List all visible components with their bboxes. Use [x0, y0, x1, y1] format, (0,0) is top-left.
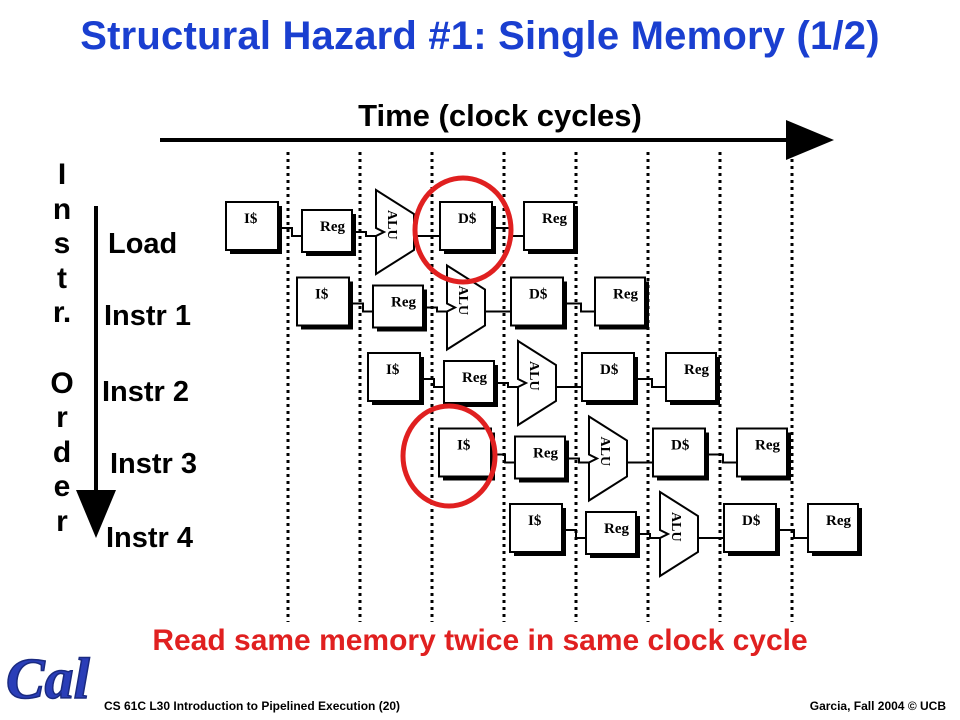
register-write-label: Reg	[826, 513, 851, 529]
alu-shape	[446, 263, 486, 352]
row-label-load: Load	[108, 228, 178, 260]
instruction-memory-box	[367, 352, 421, 402]
order-letter: r.	[52, 296, 72, 329]
data-memory-box	[439, 201, 493, 251]
pipeline-row-1: I$ Reg ALU D$ Reg	[296, 263, 649, 352]
order-letter: n	[52, 192, 72, 226]
row-label-instr-3: Instr 3	[110, 448, 198, 480]
wire	[556, 379, 583, 388]
alu-shape	[588, 414, 628, 503]
order-letter: s	[53, 227, 71, 260]
instruction-order-label: I n s t r. O r d e r	[40, 158, 84, 539]
wire	[278, 227, 302, 237]
wire	[492, 227, 524, 237]
register-read-label: Reg	[533, 446, 558, 462]
alu-label: ALU	[384, 210, 399, 240]
register-write-box	[736, 427, 788, 478]
footer-copyright: Garcia, Fall 2004 © UCB	[809, 699, 946, 713]
hazard-note: Read same memory twice in same clock cyc…	[152, 624, 808, 657]
order-letter: O	[50, 366, 74, 400]
slide-title: Structural Hazard #1: Single Memory (1/2…	[80, 14, 880, 58]
alu-shape	[517, 339, 557, 427]
alu-label: ALU	[668, 512, 683, 542]
order-letter: e	[53, 470, 71, 503]
wire	[636, 533, 660, 539]
row-label-instr-4: Instr 4	[106, 522, 194, 554]
register-read-box	[372, 284, 424, 329]
data-memory-label: D$	[529, 287, 548, 303]
register-read-box	[443, 360, 495, 404]
instruction-memory-label: I$	[244, 211, 258, 227]
wire	[562, 529, 586, 539]
wire	[414, 228, 441, 237]
instruction-memory-label: I$	[386, 362, 400, 378]
register-write-box	[523, 201, 575, 251]
row-label-instr-2: Instr 2	[102, 376, 190, 408]
data-memory-box	[510, 276, 564, 327]
data-memory-label: D$	[742, 513, 761, 529]
instruction-memory-label: I$	[528, 513, 542, 529]
instruction-memory-label: I$	[457, 438, 471, 454]
register-write-box	[807, 503, 859, 553]
wire	[420, 378, 444, 388]
order-letter: r	[56, 401, 68, 434]
instruction-memory-box	[225, 201, 279, 251]
data-memory-label: D$	[671, 438, 690, 454]
hazard-circle-instruction-memory	[400, 403, 498, 509]
pipeline-row-4: I$ Reg ALU D$ Reg	[509, 490, 862, 578]
alu-label: ALU	[455, 286, 470, 316]
wire	[349, 302, 373, 313]
register-write-box	[665, 352, 717, 402]
instruction-memory-box	[509, 503, 563, 553]
instruction-memory-box	[296, 276, 350, 327]
order-letter: r	[56, 504, 68, 538]
wire	[776, 529, 808, 539]
alu-shape	[659, 490, 699, 578]
order-letter: d	[52, 435, 72, 469]
wire	[352, 231, 376, 237]
data-memory-label: D$	[600, 362, 619, 378]
wire	[494, 382, 518, 388]
register-write-label: Reg	[613, 287, 638, 303]
register-read-box	[514, 435, 566, 480]
time-axis-label: Time (clock cycles)	[358, 98, 642, 133]
register-read-label: Reg	[604, 521, 629, 537]
instruction-memory-box	[438, 427, 492, 478]
instruction-memory-label: I$	[315, 287, 329, 303]
wire	[565, 457, 589, 464]
row-label-instr-1: Instr 1	[104, 300, 192, 332]
pipeline-row-0: I$ Reg ALU D$ Reg	[225, 188, 578, 276]
register-read-label: Reg	[391, 295, 416, 311]
wire	[563, 302, 595, 313]
register-write-label: Reg	[542, 211, 567, 227]
footer-course-label: CS 61C L30 Introduction to Pipelined Exe…	[104, 699, 401, 713]
wire	[423, 306, 447, 313]
register-write-label: Reg	[755, 438, 780, 454]
pipeline-row-3: I$ Reg ALU D$ Reg	[438, 414, 791, 503]
register-read-box	[301, 209, 353, 253]
data-memory-box	[652, 427, 706, 478]
data-memory-box	[723, 503, 777, 553]
wire	[485, 303, 512, 313]
register-write-box	[594, 276, 646, 327]
register-read-label: Reg	[462, 370, 487, 386]
pipeline-row-2: I$ Reg ALU D$ Reg	[367, 339, 720, 427]
data-memory-label: D$	[458, 211, 477, 227]
alu-label: ALU	[597, 437, 612, 467]
wire	[491, 453, 515, 464]
data-memory-box	[581, 352, 635, 402]
register-read-label: Reg	[320, 219, 345, 235]
cal-logo: Cal	[6, 646, 91, 711]
order-letter: I	[57, 158, 67, 191]
wire	[634, 378, 666, 388]
wire	[705, 453, 737, 464]
alu-label: ALU	[526, 361, 541, 391]
order-letter: t	[57, 261, 67, 295]
register-write-label: Reg	[684, 362, 709, 378]
hazard-circle-data-memory	[412, 175, 514, 285]
